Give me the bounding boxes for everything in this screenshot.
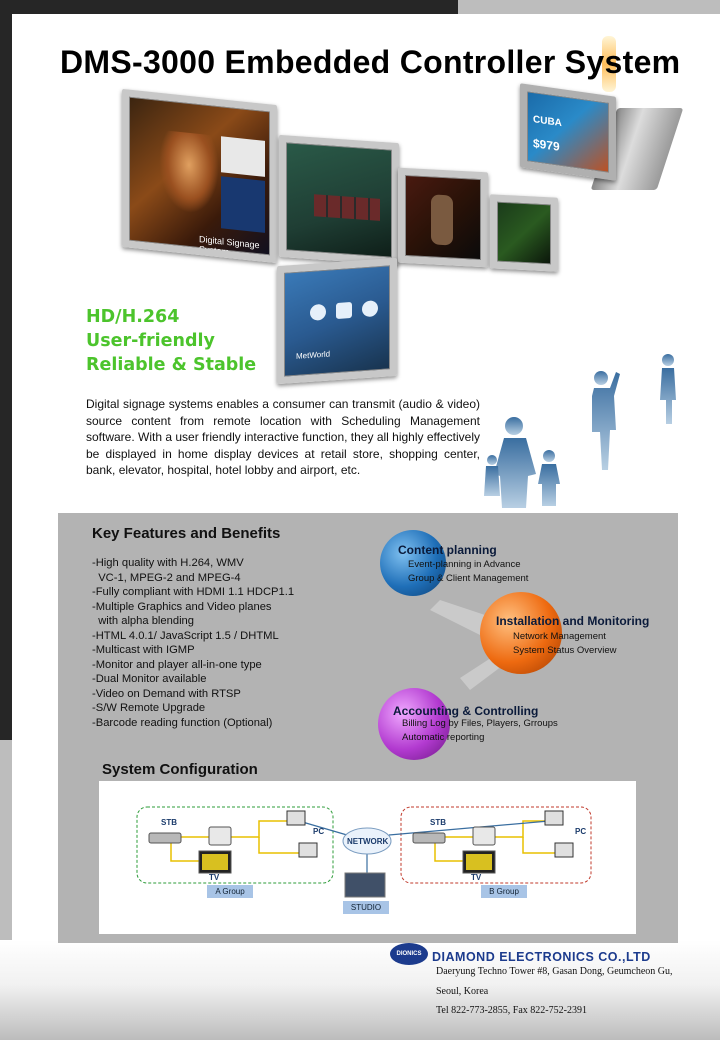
pc-label-b: PC (575, 827, 587, 836)
list-item: -Multiple Graphics and Video planes (92, 600, 272, 613)
network-label: NETWORK (347, 837, 389, 846)
company-address-2: Seoul, Korea (436, 986, 489, 997)
network-diagram (136, 806, 592, 898)
display-screen-4 (490, 194, 558, 272)
tagline-2: User-friendly (86, 331, 215, 351)
accounting-line-1: Billing Log by Files, Players, Grroups (402, 718, 558, 729)
people-silhouettes (484, 354, 676, 508)
screen-thumbnails (314, 194, 380, 221)
system-config-title: System Configuration (102, 761, 258, 778)
tagline-1: HD/H.264 (86, 307, 180, 327)
company-contact: Tel 822-773-2855, Fax 822-752-2391 (436, 1005, 587, 1016)
list-item: -Barcode reading function (Optional) (92, 716, 273, 729)
tagline-3: Reliable & Stable (86, 355, 257, 375)
screen-product-panel (221, 136, 265, 177)
footer-background (0, 940, 720, 1040)
group-a-badge: A Group (207, 885, 253, 898)
intro-paragraph: Digital signage systems enables a consum… (86, 397, 480, 477)
tv-label-a: TV (209, 873, 220, 882)
list-item: -HTML 4.0.1/ JavaScript 1.5 / DHTML (92, 629, 279, 642)
screen-icon-music (362, 300, 378, 318)
display-screen-1: Digital Signage System (122, 88, 277, 264)
taglines: HD/H.264 User-friendly Reliable & Stable (86, 305, 256, 377)
list-item: VC-1, MPEG-2 and MPEG-4 (92, 571, 241, 584)
accounting-title: Accounting & Controlling (393, 704, 539, 718)
screen-icon-globe (310, 303, 326, 321)
stb-label-a: STB (161, 818, 177, 827)
content-planning-line-1: Event-planning in Advance (408, 559, 521, 570)
left-bar (0, 0, 12, 740)
screen5-brand: MetWorld (296, 349, 331, 361)
key-features-title: Key Features and Benefits (92, 525, 281, 542)
screen-menu-panel (221, 176, 265, 233)
installation-line-2: System Status Overview (513, 645, 617, 656)
company-name: DIAMOND ELECTRONICS CO.,LTD (432, 950, 651, 964)
screen-figures (159, 129, 219, 217)
list-item: -Dual Monitor available (92, 673, 207, 685)
display-screen-2 (279, 134, 399, 266)
top-bar (0, 0, 458, 14)
system-config-diagram: STB TV PC NETWORK STB TV PC A Group B Gr… (99, 781, 636, 934)
content-planning-circle (380, 530, 446, 596)
accounting-circle (378, 688, 450, 760)
company-logo: DIONICS (390, 943, 428, 965)
list-item: -Monitor and player all-in-one type (92, 658, 262, 671)
key-features-list: -High quality with H.264, WMV VC-1, MPEG… (92, 556, 294, 730)
page-title: DMS-3000 Embedded Controller System (60, 44, 681, 80)
pc-label-a: PC (313, 827, 325, 836)
content-planning-title: Content planning (398, 543, 497, 557)
kiosk-price: $979 (533, 136, 560, 154)
list-item: -Multicast with IGMP (92, 644, 195, 656)
stb-label-b: STB (430, 818, 446, 827)
installation-circle (480, 592, 562, 674)
screen1-caption: Digital Signage System (199, 233, 260, 258)
installation-line-1: Network Management (513, 631, 606, 642)
display-screen-5: MetWorld (277, 257, 397, 385)
tv-label-b: TV (471, 873, 482, 882)
list-item: -S/W Remote Upgrade (92, 702, 206, 714)
list-item: -Video on Demand with RTSP (92, 687, 241, 700)
top-bar-accent (458, 0, 720, 14)
company-address-1: Daeryung Techno Tower #8, Gasan Dong, Ge… (436, 966, 673, 977)
content-planning-line-2: Group & Client Management (408, 573, 529, 584)
studio-badge: STUDIO (343, 901, 389, 914)
group-b-badge: B Group (481, 885, 527, 898)
screen-figure (431, 194, 453, 246)
kiosk-brand: CUBA (533, 114, 562, 130)
left-bar-accent (0, 740, 12, 950)
accounting-line-2: Automatic reporting (402, 732, 485, 743)
company-logo-text: DIONICS (396, 951, 422, 957)
light-glow (602, 36, 616, 92)
list-item: -High quality with H.264, WMV (92, 557, 244, 569)
kiosk-screen: CUBA $979 (520, 83, 616, 181)
list-item: with alpha blending (92, 615, 195, 627)
display-screen-3 (398, 167, 488, 268)
screen-icon-play (336, 301, 352, 320)
installation-title: Installation and Monitoring (496, 614, 650, 628)
list-item: -Fully compliant with HDMI 1.1 HDCP1.1 (92, 586, 295, 598)
